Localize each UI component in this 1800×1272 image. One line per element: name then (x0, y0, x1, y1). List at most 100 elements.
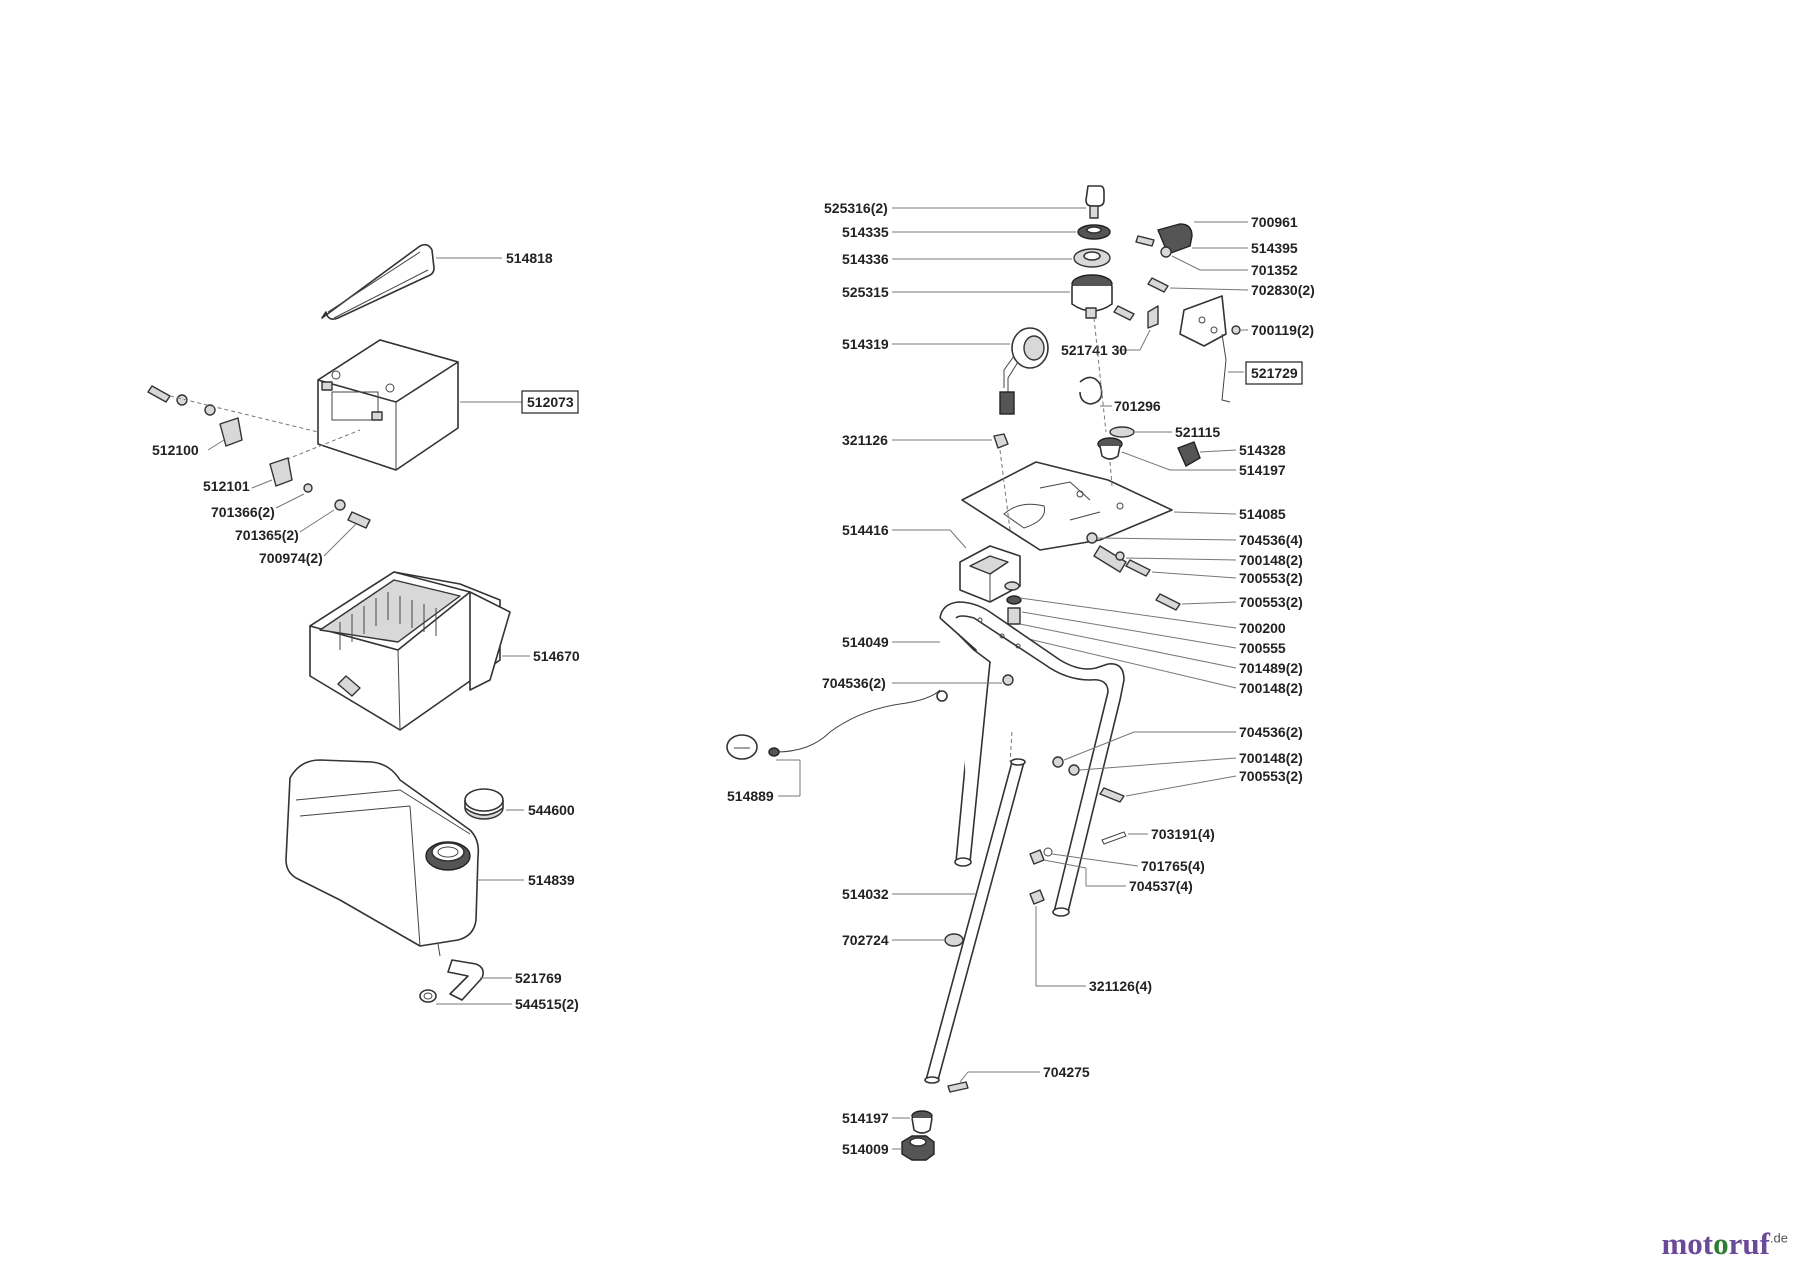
label-701296: 701296 (1114, 398, 1161, 414)
label-700553-a: 700553(2) (1239, 570, 1303, 586)
screw-bracket-521741-part (1113, 305, 1159, 329)
label-514818: 514818 (506, 250, 553, 266)
label-544515: 544515(2) (515, 996, 579, 1012)
fuel-hose-part (437, 943, 484, 1001)
label-704536-4: 704536(4) (1239, 532, 1303, 548)
switch-bezel-part (1077, 224, 1111, 240)
label-514319: 514319 (842, 336, 889, 352)
bolt-700553-a-part (1125, 559, 1151, 577)
battery-strap-part (321, 243, 435, 320)
label-701489: 701489(2) (1239, 660, 1303, 676)
label-544600: 544600 (528, 802, 575, 818)
label-525315: 525315 (842, 284, 889, 300)
label-700974: 700974(2) (259, 550, 323, 566)
roll-pin-704275-part (947, 1081, 969, 1093)
label-521115: 521115 (1175, 424, 1220, 440)
clip-nut-321126-4-part (1029, 889, 1045, 905)
battery-part (317, 339, 459, 471)
screw-700974-part (347, 511, 371, 529)
label-514032: 514032 (842, 886, 889, 902)
label-701365: 701365(2) (235, 527, 299, 543)
hose-clamp-part (419, 989, 437, 1003)
label-700148-a: 700148(2) (1239, 552, 1303, 568)
brand-logo: motoruf.de (1661, 1226, 1788, 1261)
bolt-700553-c-part (1099, 787, 1125, 803)
label-514395: 514395 (1251, 240, 1298, 256)
label-704536-2b: 704536(2) (1239, 724, 1303, 740)
nut-701366-part (303, 483, 313, 493)
label-700119: 700119(2) (1251, 322, 1314, 338)
bolt-700553-b-part (1155, 593, 1181, 611)
label-512073: 512073 (527, 394, 574, 410)
fuel-tank-neck-part (425, 841, 471, 871)
lever-knob-part (1135, 223, 1193, 258)
label-700200: 700200 (1239, 620, 1286, 636)
label-521729: 521729 (1251, 365, 1298, 381)
ground-cable-part (726, 689, 948, 760)
ignition-key-part (1085, 185, 1105, 219)
label-703191: 703191(4) (1151, 826, 1215, 842)
ignition-switch-part (1071, 274, 1113, 319)
warning-buzzer-part (999, 327, 1049, 415)
bushing-514197-top-part (1097, 437, 1123, 460)
handlebar-frame-part (939, 601, 1125, 917)
fuel-tank-part (285, 759, 480, 947)
label-701765: 701765(4) (1141, 858, 1205, 874)
label-box-521729 (1245, 361, 1303, 385)
battery-terminal-screw-part (147, 385, 216, 416)
screw-703191-part (1101, 831, 1127, 845)
clip-ring-701296-part (1079, 376, 1103, 405)
label-701366: 701366(2) (211, 504, 275, 520)
label-514670: 514670 (533, 648, 580, 664)
label-702724: 702724 (842, 932, 889, 948)
screw-702830-part (1147, 277, 1169, 293)
label-521769: 521769 (515, 970, 562, 986)
washer-701365-part (334, 499, 346, 511)
label-514839: 514839 (528, 872, 575, 888)
dashboard-plate-part (961, 461, 1173, 551)
label-512101: 512101 (203, 478, 250, 494)
washer-700148-c-part (1068, 764, 1080, 776)
washer-700148-part (1115, 551, 1125, 561)
throttle-lever-plate-part (1179, 295, 1231, 403)
clip-nut-321126-part (993, 433, 1009, 449)
bushing-514197-bottom-part (911, 1110, 933, 1134)
label-700555: 700555 (1239, 640, 1286, 656)
label-521741-30: 521741 30 (1061, 342, 1127, 358)
battery-tray-part (309, 571, 511, 731)
label-514889: 514889 (727, 788, 774, 804)
nut-704536-4-part (1086, 532, 1098, 544)
label-514416: 514416 (842, 522, 889, 538)
washer-701765-part (1043, 847, 1053, 857)
nut-704536-2a-part (1002, 674, 1014, 686)
label-700961: 700961 (1251, 214, 1298, 230)
fuel-cap-part (464, 788, 504, 820)
label-512100: 512100 (152, 442, 199, 458)
label-514197-bottom: 514197 (842, 1110, 889, 1126)
label-514009: 514009 (842, 1141, 889, 1157)
label-700148-b: 700148(2) (1239, 680, 1303, 696)
label-514049: 514049 (842, 634, 889, 650)
label-700553-b: 700553(2) (1239, 594, 1303, 610)
mount-bracket-514416-part (959, 545, 1021, 603)
label-514197-top: 514197 (1239, 462, 1286, 478)
switch-washer-part (1073, 248, 1111, 268)
label-box-512073 (521, 390, 579, 414)
label-704537: 704537(4) (1129, 878, 1193, 894)
label-321126: 321126 (842, 432, 888, 448)
steering-shaft-part (924, 731, 1026, 1084)
nut-704536-2b-part (1052, 756, 1064, 768)
label-700148-c: 700148(2) (1239, 750, 1303, 766)
label-701352: 701352 (1251, 262, 1298, 278)
seat-switch-514328-part (1177, 441, 1201, 467)
label-700553-c: 700553(2) (1239, 768, 1303, 784)
label-514328: 514328 (1239, 442, 1286, 458)
ring-521115-part (1109, 426, 1135, 438)
terminal-cover-512100-part (219, 417, 243, 447)
label-704275: 704275 (1043, 1064, 1090, 1080)
label-321126-4: 321126(4) (1089, 978, 1152, 994)
label-525316: 525316(2) (824, 200, 888, 216)
label-704536-2a: 704536(2) (822, 675, 886, 691)
label-702830: 702830(2) (1251, 282, 1315, 298)
